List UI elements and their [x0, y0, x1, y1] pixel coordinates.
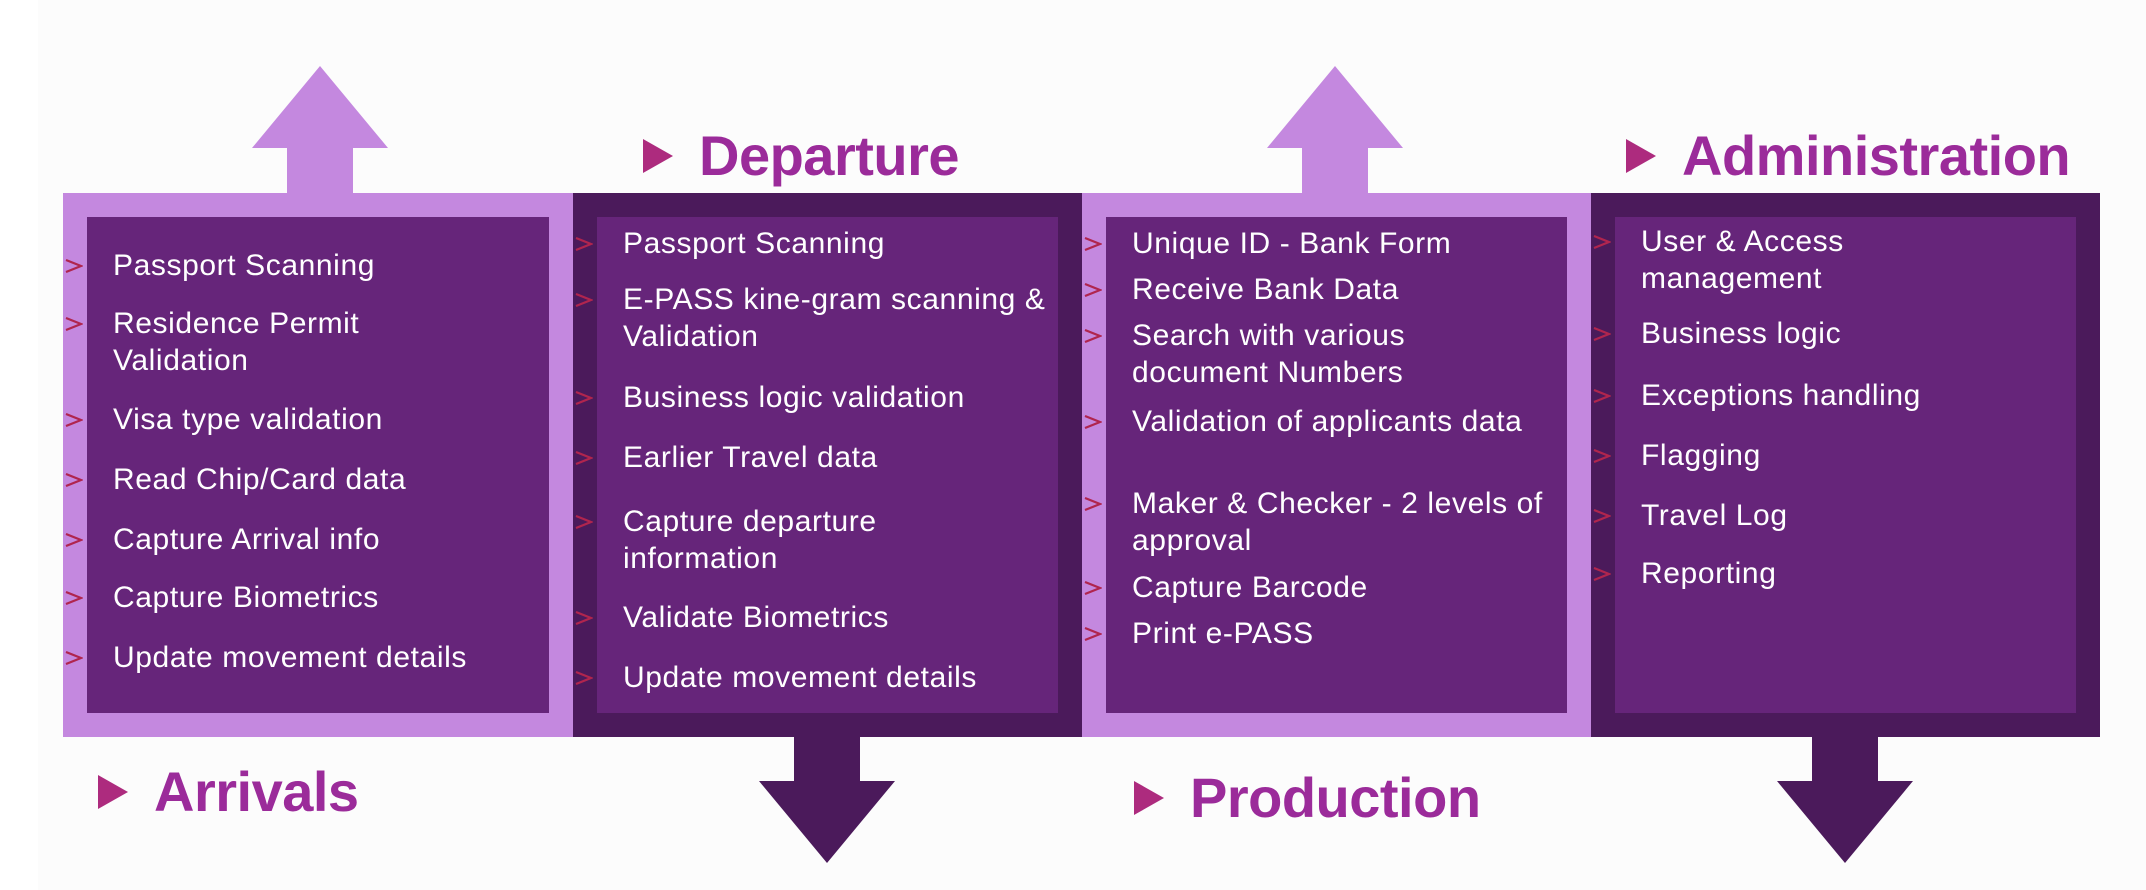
departure-panel: Passport Scanning E-PASS kine-gram scann… — [575, 217, 1058, 713]
triangle-bullet-icon — [643, 139, 673, 173]
chevron-bullet-icon — [1084, 329, 1102, 343]
chevron-bullet-icon — [65, 317, 83, 331]
chevron-bullet-icon — [1593, 235, 1611, 249]
chevron-bullet-icon — [1084, 237, 1102, 251]
chevron-bullet-icon — [575, 391, 593, 405]
chevron-bullet-icon — [65, 533, 83, 547]
administration-heading: Administration — [1626, 126, 2071, 186]
down-arrow-administration — [1777, 735, 1913, 863]
triangle-bullet-icon — [98, 775, 128, 809]
up-arrow-arrivals — [252, 66, 388, 194]
chevron-bullet-icon — [65, 591, 83, 605]
up-arrow-production — [1267, 66, 1403, 194]
administration-panel: User & Access management Business logic … — [1593, 217, 2076, 713]
triangle-bullet-icon — [1134, 781, 1164, 815]
chevron-bullet-icon — [1084, 627, 1102, 641]
arrivals-panel: Passport Scanning Residence Permit Valid… — [65, 217, 549, 713]
chevron-bullet-icon — [575, 451, 593, 465]
chevron-bullet-icon — [1084, 497, 1102, 511]
production-column: Unique ID - Bank Form Receive Bank Data … — [1082, 193, 1591, 737]
chevron-bullet-icon — [65, 259, 83, 273]
departure-heading: Departure — [643, 126, 960, 186]
chevron-bullet-icon — [1593, 389, 1611, 403]
chevron-bullet-icon — [1084, 283, 1102, 297]
production-panel: Unique ID - Bank Form Receive Bank Data … — [1084, 217, 1567, 713]
chevron-bullet-icon — [65, 413, 83, 427]
administration-column: User & Access management Business logic … — [1591, 193, 2100, 737]
chevron-bullet-icon — [575, 515, 593, 529]
chevron-bullet-icon — [1593, 567, 1611, 581]
chevron-bullet-icon — [65, 473, 83, 487]
triangle-bullet-icon — [1626, 139, 1656, 173]
production-heading: Production — [1134, 768, 1481, 828]
chevron-bullet-icon — [575, 293, 593, 307]
arrivals-column: Passport Scanning Residence Permit Valid… — [63, 193, 573, 737]
chevron-bullet-icon — [65, 651, 83, 665]
arrivals-heading: Arrivals — [98, 762, 359, 822]
departure-column: Passport Scanning E-PASS kine-gram scann… — [573, 193, 1082, 737]
chevron-bullet-icon — [1084, 581, 1102, 595]
chevron-bullet-icon — [1084, 415, 1102, 429]
chevron-bullet-icon — [575, 671, 593, 685]
chevron-bullet-icon — [575, 237, 593, 251]
chevron-bullet-icon — [1593, 509, 1611, 523]
chevron-bullet-icon — [575, 611, 593, 625]
chevron-bullet-icon — [1593, 449, 1611, 463]
chevron-bullet-icon — [1593, 327, 1611, 341]
down-arrow-departure — [759, 735, 895, 863]
